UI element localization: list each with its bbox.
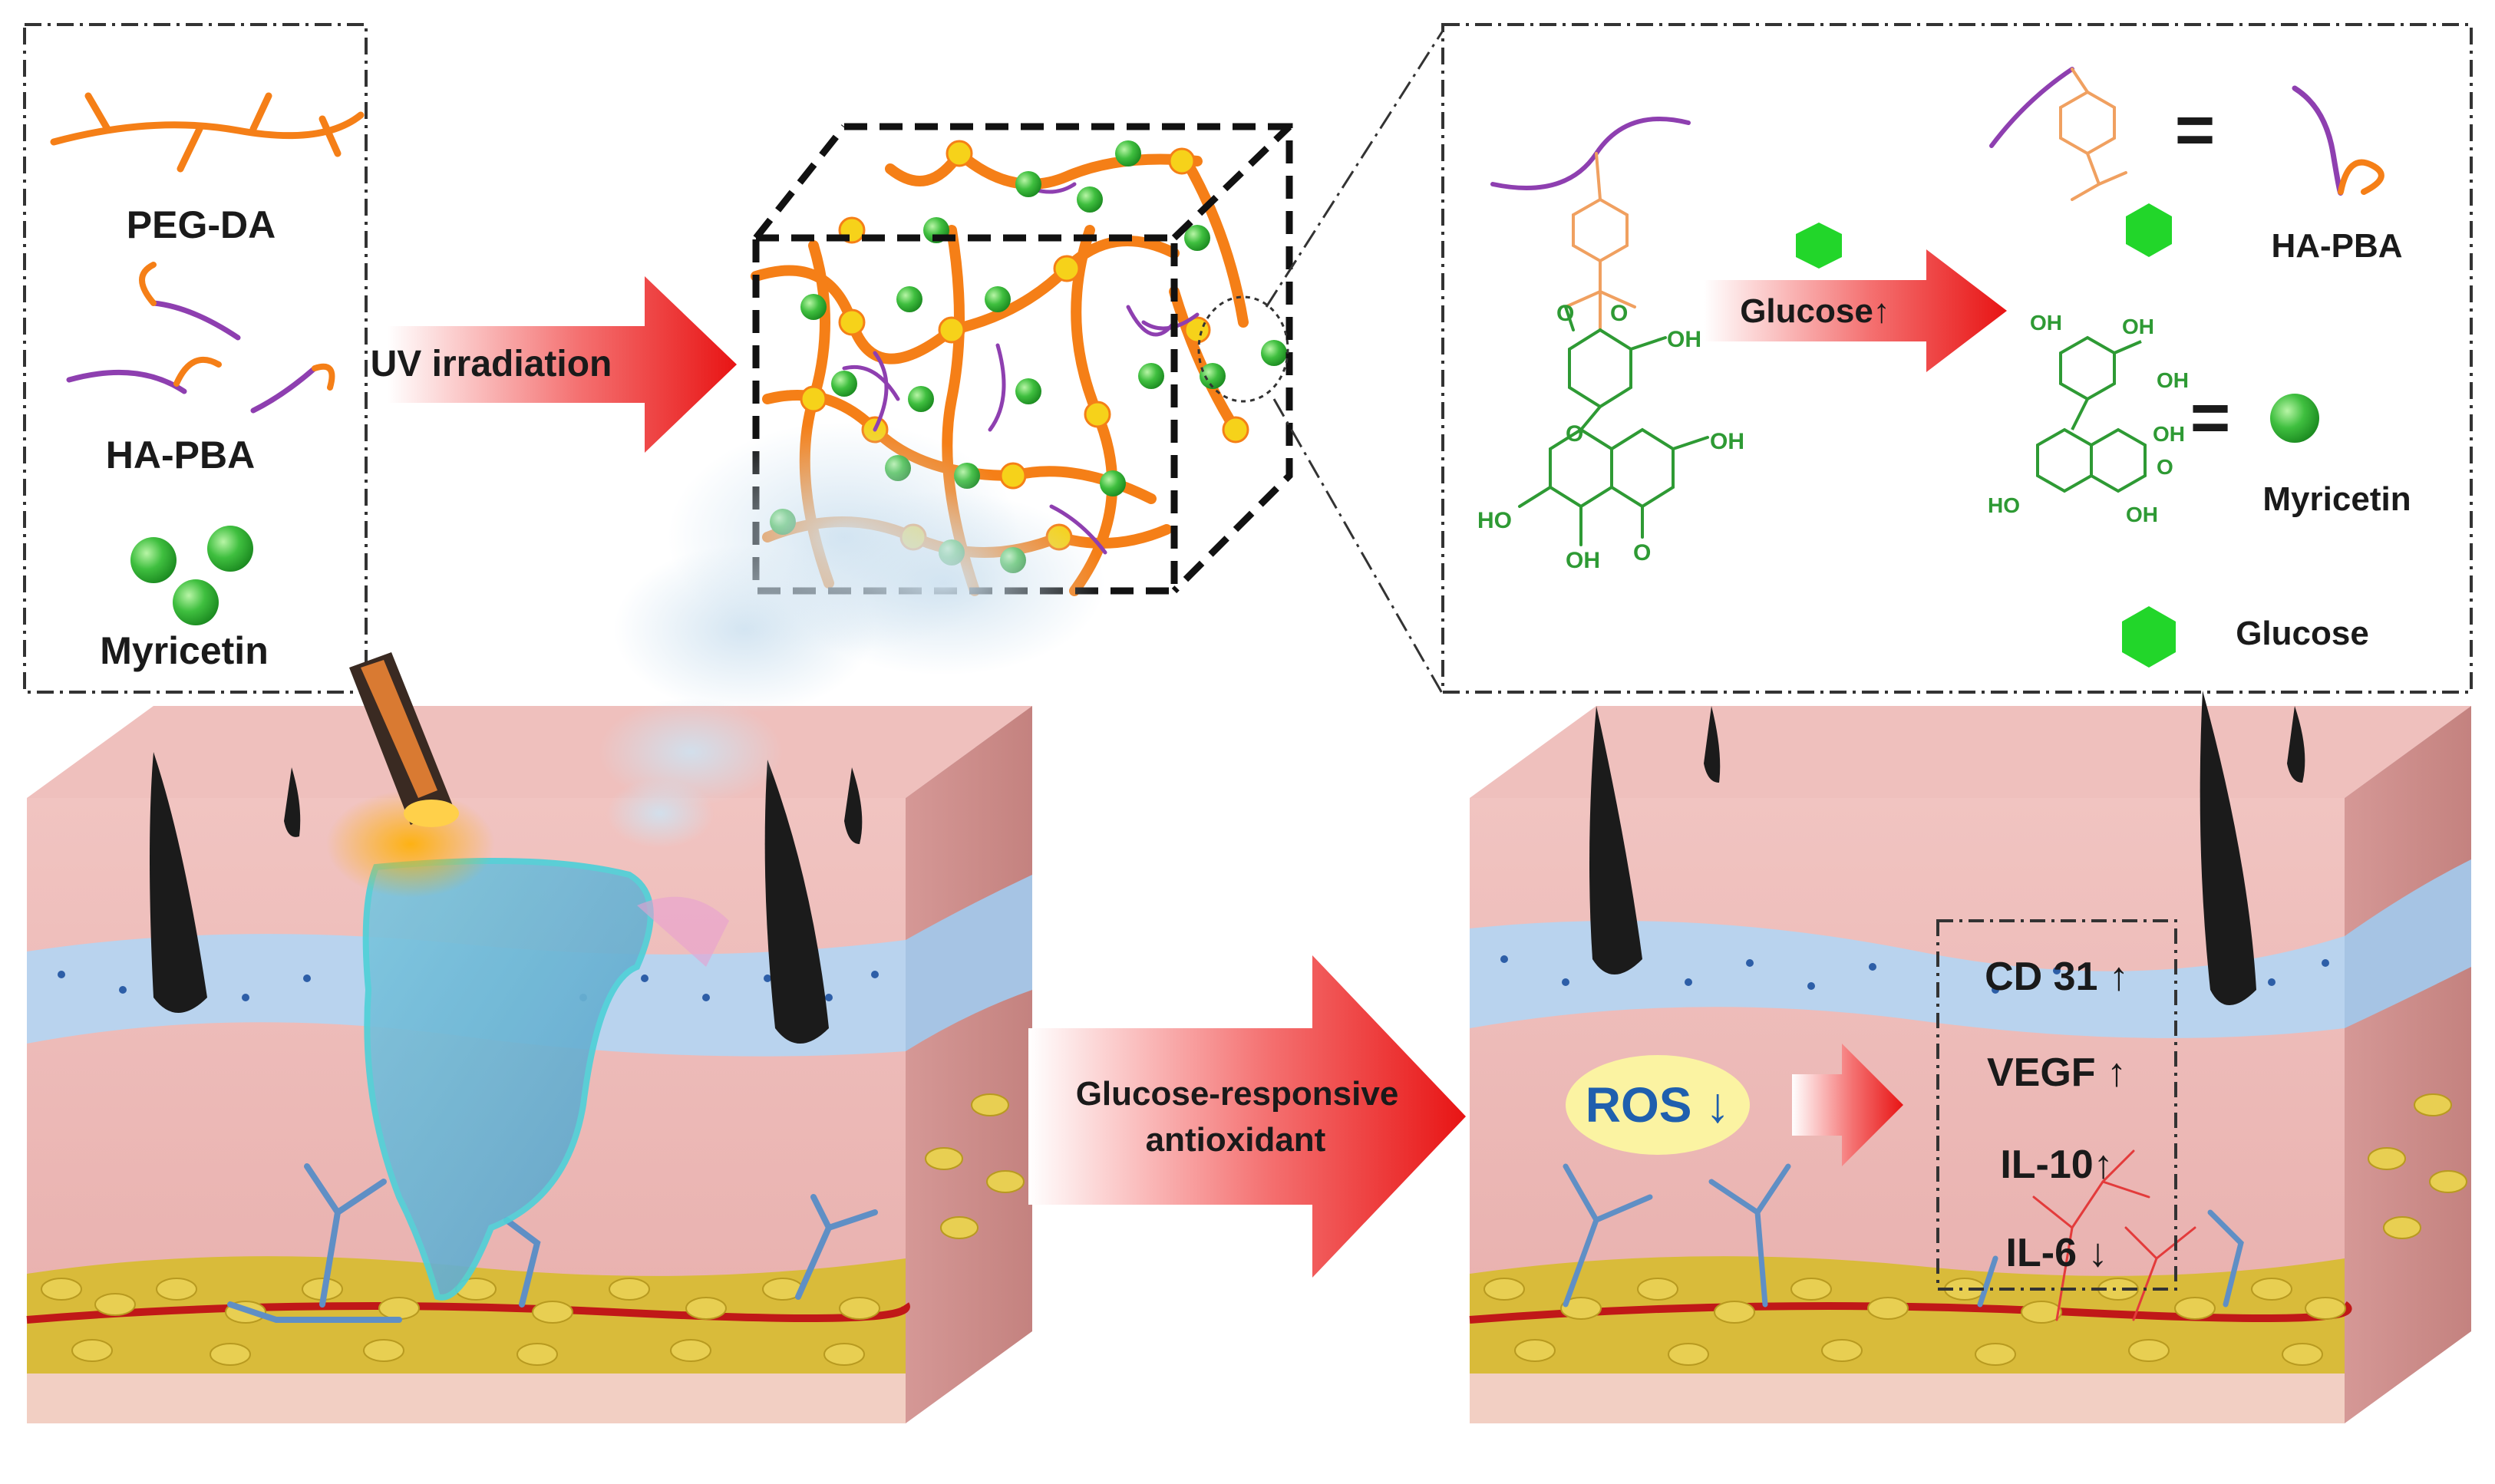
legend-box: PEG-DA HA-PBA Myricetin xyxy=(23,23,368,694)
markers-box xyxy=(1936,919,2177,1291)
wound-skin-block xyxy=(26,706,1032,1423)
detail-glucose-label: Glucose xyxy=(2236,615,2369,652)
detail-myricetin-label: Myricetin xyxy=(2262,480,2411,518)
legend-myricetin-label: Myricetin xyxy=(100,629,269,672)
ros-label: ROS ↓ xyxy=(1586,1077,1730,1133)
pba-myricetin-complex xyxy=(1490,117,1709,546)
glucose-responsive-arrow: Glucose-responsive antioxidant xyxy=(1028,955,1466,1278)
free-chem-oh3: OH xyxy=(2157,368,2189,392)
glucose-icon xyxy=(1796,223,1842,269)
pba-glucose-complex xyxy=(1989,67,2127,201)
ha-pba-icon xyxy=(66,262,335,414)
ros-bubble xyxy=(1566,1055,1750,1155)
marker-cd31: CD 31 ↑ xyxy=(1985,955,2129,999)
responsive-label-line2: antioxidant xyxy=(1146,1121,1326,1159)
glucose-arrow-label: Glucose↑ xyxy=(1740,292,1890,330)
detail-ha-pba-label: HA-PBA xyxy=(2271,227,2402,265)
mechanism-detail-box: O O OH OH O HO OH O Glucose↑ = xyxy=(1441,23,2473,694)
responsive-label-line1: Glucose-responsive xyxy=(1076,1075,1399,1113)
legend-ha-pba-label: HA-PBA xyxy=(106,434,255,477)
healed-skin-block: ROS ↓ CD 31 ↑ VEGF ↑ IL-10↑ IL-6 ↓ xyxy=(1469,691,2471,1423)
free-chem-oh5: OH xyxy=(2126,503,2158,526)
myricetin-icon xyxy=(130,526,253,625)
equals-sign-1: = xyxy=(2175,92,2216,169)
ros-to-markers-arrow xyxy=(1792,1044,1903,1166)
uv-irradiation-label: UV irradiation xyxy=(371,344,612,384)
glucose-bound-icon xyxy=(2126,203,2172,257)
chem-label-o2: O xyxy=(1610,301,1628,326)
free-chem-oh1: OH xyxy=(2030,311,2062,335)
free-chem-oh4: OH xyxy=(2153,422,2185,446)
marker-il10: IL-10↑ xyxy=(2000,1143,2113,1187)
chem-label-oh3: OH xyxy=(1566,548,1600,573)
detail-glucose-icon xyxy=(2122,606,2176,668)
glucose-arrow: Glucose↑ xyxy=(1704,249,2007,372)
chem-label-oh1: OH xyxy=(1667,327,1701,352)
peg-da-icon xyxy=(50,92,365,173)
spray-mist xyxy=(599,422,1105,848)
free-chem-ho1: HO xyxy=(1988,493,2020,517)
chem-label-o4: O xyxy=(1566,421,1583,447)
detail-myricetin-icon xyxy=(2270,394,2319,443)
chem-label-oh2: OH xyxy=(1710,429,1744,454)
chem-label-ho1: HO xyxy=(1477,508,1512,533)
marker-vegf: VEGF ↑ xyxy=(1987,1050,2127,1095)
legend-peg-da-label: PEG-DA xyxy=(127,203,276,246)
uv-flashlight-icon xyxy=(326,652,495,898)
equals-sign-2: = xyxy=(2190,380,2231,457)
chem-label-o3: O xyxy=(1633,540,1651,566)
ha-pba-symbol xyxy=(2292,85,2384,196)
zoom-lines xyxy=(1265,30,1444,695)
free-chem-o1: O xyxy=(2157,455,2173,479)
free-chem-oh2: OH xyxy=(2122,315,2154,338)
uv-irradiation-arrow: UV irradiation xyxy=(371,276,737,453)
chem-label-o1: O xyxy=(1556,301,1574,326)
marker-il6: IL-6 ↓ xyxy=(2006,1231,2108,1275)
free-myricetin-structure xyxy=(2036,335,2147,493)
